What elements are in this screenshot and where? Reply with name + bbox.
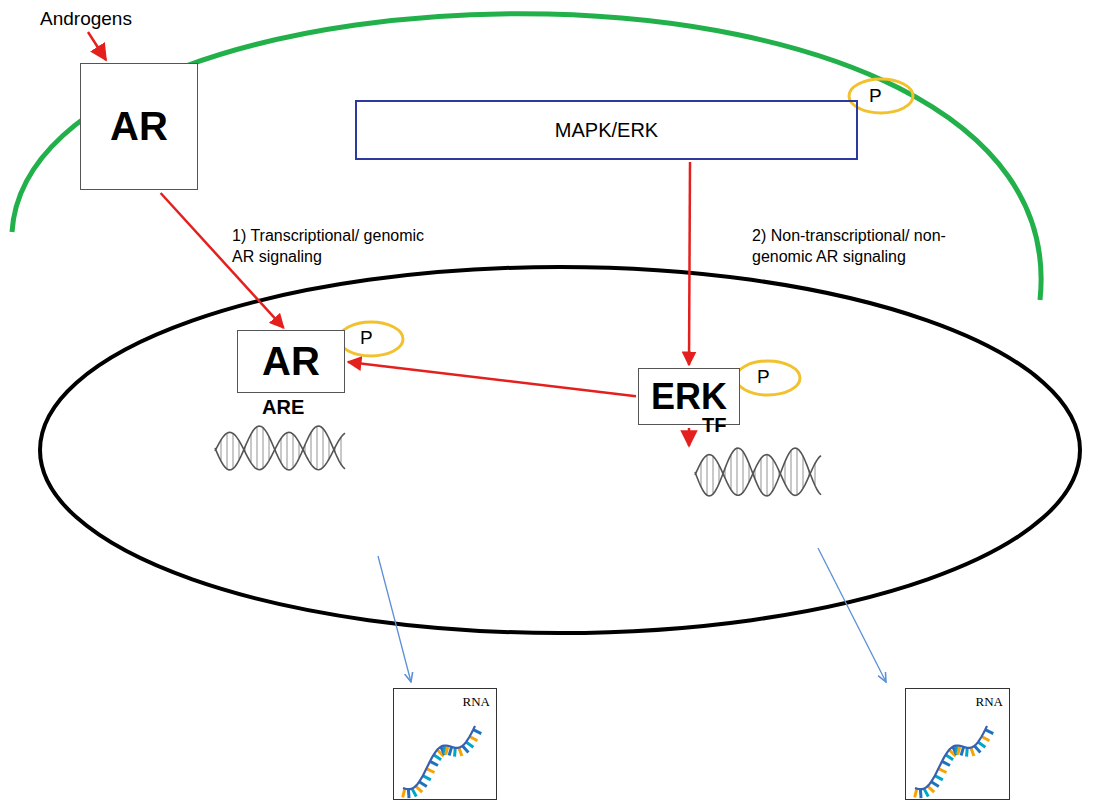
node-text: ERK (651, 376, 727, 418)
phospho-ring (736, 361, 800, 395)
transcription-arrow (378, 556, 411, 682)
pathway-label: 1) Transcriptional/ genomic AR signaling (232, 226, 432, 268)
signal-arrow (689, 162, 690, 365)
node-text: RNA (463, 694, 490, 710)
element-label: ARE (262, 396, 304, 419)
transcription-arrow (818, 548, 886, 682)
receptor-box: AR (80, 63, 198, 190)
rna-box: RNA (393, 688, 497, 800)
node-text: AR (110, 104, 168, 149)
kinase-box: MAPK/ERK (355, 100, 858, 160)
phospho-label: P (360, 327, 373, 349)
phospho-ring (339, 322, 403, 356)
signal-arrow (348, 362, 636, 396)
dna-rna-art (215, 426, 993, 798)
cell-membrane (12, 14, 1041, 300)
factor-label: TF (702, 414, 726, 437)
node-text: MAPK/ERK (555, 119, 658, 142)
phospho-ring (849, 79, 913, 113)
rna-box: RNA (905, 688, 1010, 800)
erk-tf-arrow (688, 428, 691, 446)
androgen-arrow (88, 32, 106, 60)
node-text: AR (262, 339, 320, 384)
pathway-label: 2) Non-transcriptional/ non-genomic AR s… (752, 226, 997, 268)
phospho-label: P (757, 366, 770, 388)
nucleus-outline (40, 267, 1080, 633)
receptor-box: AR (237, 330, 345, 393)
hormone-label: Androgens (40, 8, 132, 30)
phospho-label: P (869, 85, 882, 107)
node-text: RNA (976, 694, 1003, 710)
